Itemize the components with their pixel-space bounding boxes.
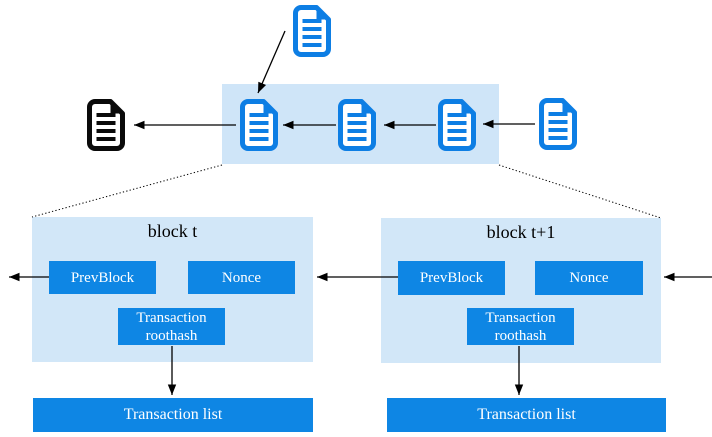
- document-icon-chain-1: [240, 99, 278, 151]
- block-t-transaction-list: Transaction list: [33, 398, 313, 432]
- block-t1-panel: block t+1 PrevBlock Nonce Transaction ro…: [381, 218, 661, 363]
- dotted-expand-left: [31, 164, 223, 218]
- block-t1-roothash-box: Transaction roothash: [467, 308, 574, 345]
- document-icon-chain-2: [338, 99, 376, 151]
- block-t-nonce-box: Nonce: [188, 261, 295, 294]
- block-t-roothash-box: Transaction roothash: [118, 308, 225, 345]
- block-t1-prevblock-box: PrevBlock: [398, 261, 505, 295]
- block-t-panel: block t PrevBlock Nonce Transaction root…: [32, 217, 313, 362]
- document-icon-previous: [87, 99, 125, 151]
- block-t-prevblock-box: PrevBlock: [49, 261, 156, 294]
- dotted-expand-right: [498, 164, 662, 219]
- document-icon-chain-3: [438, 99, 476, 151]
- block-t1-transaction-list: Transaction list: [387, 398, 666, 432]
- block-t1-nonce-box: Nonce: [535, 261, 643, 295]
- document-icon-incoming-right: [539, 98, 577, 150]
- block-t-title: block t: [147, 221, 198, 241]
- document-icon-incoming-top: [293, 5, 331, 57]
- block-t1-title: block t+1: [486, 222, 556, 242]
